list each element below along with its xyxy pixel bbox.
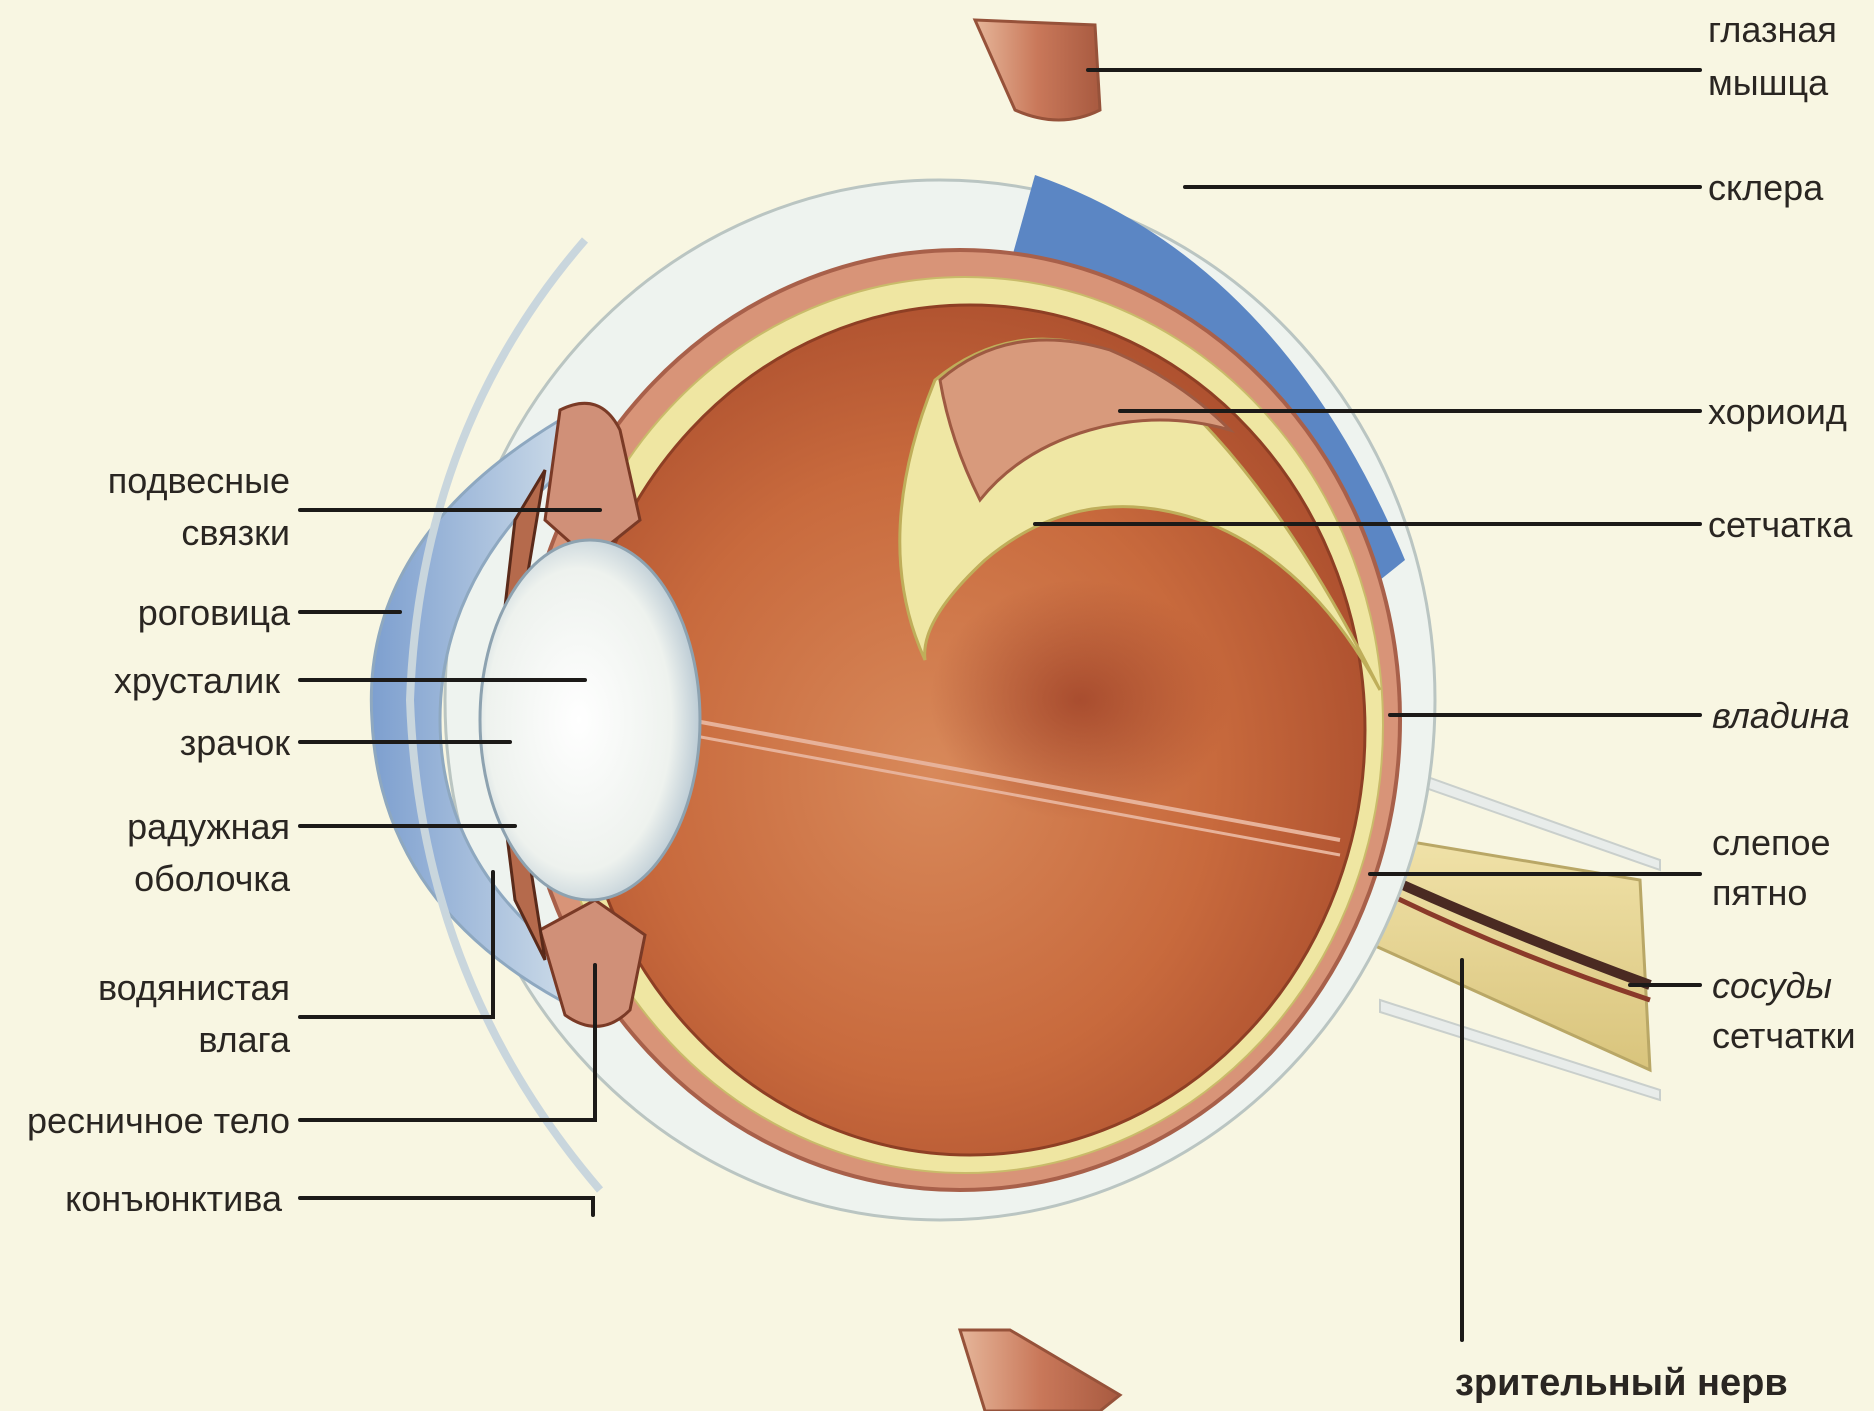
label-lens: хрусталик (114, 660, 280, 701)
macula-region (930, 580, 1230, 820)
label-retina: сетчатка (1708, 504, 1853, 545)
left-labels: подвесные связки роговица хрусталик зрач… (27, 460, 291, 1219)
label-suspensory-ligaments-line2: связки (181, 512, 290, 553)
label-retinal-vessels-line2: сетчатки (1712, 1015, 1856, 1056)
label-blind-spot-line1: слепое (1712, 822, 1831, 863)
label-iris-line1: радужная (127, 806, 290, 847)
label-eye-muscle-line2: мышца (1708, 62, 1829, 103)
label-eye-muscle-line1: глазная (1708, 9, 1837, 50)
label-blind-spot-line2: пятно (1712, 872, 1807, 913)
label-fovea: владина (1712, 695, 1850, 736)
label-cornea: роговица (138, 592, 291, 633)
label-aqueous-humor-line2: влага (198, 1019, 291, 1060)
right-labels: глазная мышца склера хориоид сетчатка вл… (1455, 9, 1856, 1404)
label-sclera: склера (1708, 167, 1824, 208)
label-aqueous-humor-line1: водянистая (98, 967, 290, 1008)
lens-shape (480, 540, 700, 900)
upper-eye-muscle (975, 20, 1100, 120)
label-retinal-vessels-line1: сосуды (1712, 965, 1832, 1006)
label-ciliary-body: ресничное тело (27, 1100, 290, 1141)
lower-eye-muscle (960, 1330, 1120, 1411)
label-iris-line2: оболочка (134, 858, 291, 899)
label-suspensory-ligaments-line1: подвесные (108, 460, 290, 501)
leader-conjunctiva (300, 1198, 593, 1215)
label-pupil: зрачок (180, 722, 291, 763)
label-choroid: хориоид (1708, 391, 1847, 432)
label-conjunctiva: конъюнктива (65, 1178, 283, 1219)
label-optic-nerve: зрительный нерв (1455, 1362, 1788, 1404)
